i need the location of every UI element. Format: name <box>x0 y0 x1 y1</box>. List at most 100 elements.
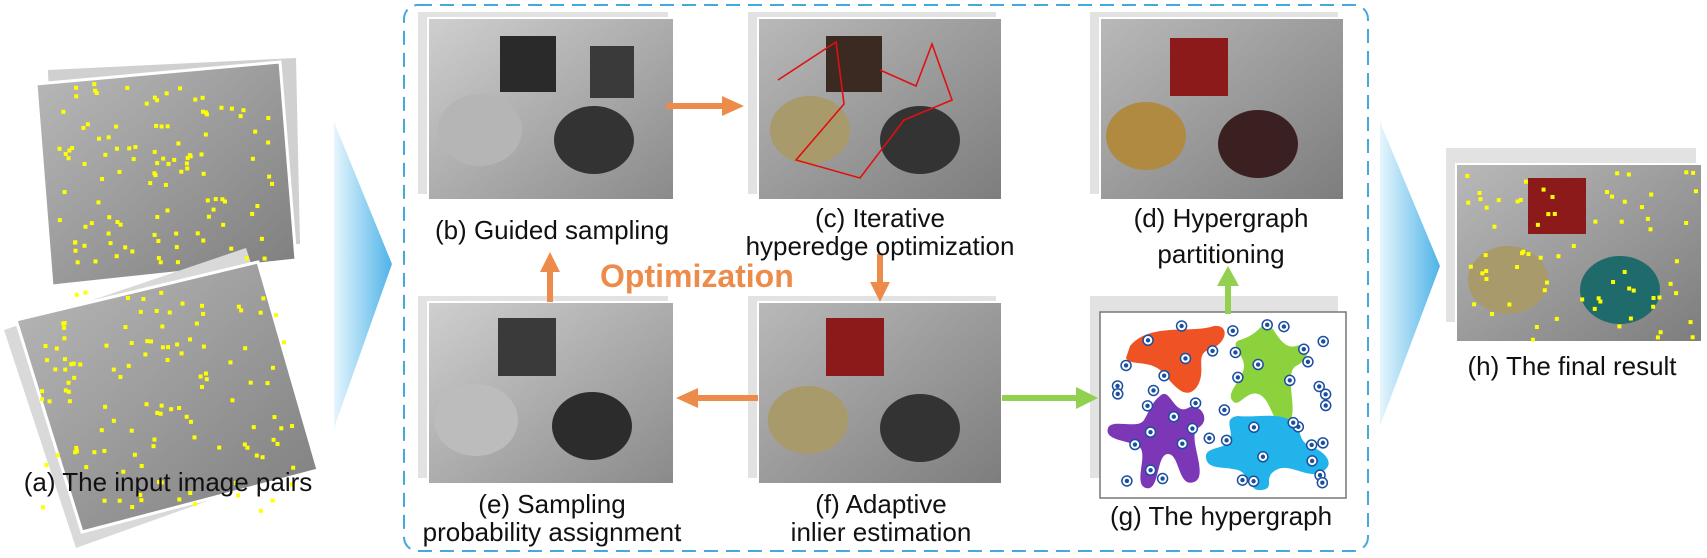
keypoint-marker <box>159 290 164 295</box>
keypoint-marker <box>1538 255 1543 260</box>
keypoint-marker <box>1651 304 1656 309</box>
keypoint-marker <box>187 153 192 158</box>
keypoint-marker <box>192 502 197 507</box>
keypoint-marker <box>175 342 180 347</box>
caption-guided-sampling: (b) Guided sampling <box>434 215 670 245</box>
keypoint-marker <box>1546 212 1551 217</box>
inlier-estimation-image <box>748 296 1003 485</box>
keypoint-marker <box>151 444 156 449</box>
keypoint-marker <box>92 82 97 87</box>
keypoint-marker <box>143 352 148 357</box>
keypoint-marker <box>185 155 190 160</box>
caption-iterative-line1: (c) Iterative <box>814 203 946 233</box>
keypoint-marker <box>82 243 87 248</box>
hypergraph-vertex-core <box>1179 323 1184 329</box>
keypoint-marker <box>114 124 119 129</box>
keypoint-marker <box>92 450 97 455</box>
keypoint-marker <box>201 311 206 316</box>
keypoint-marker <box>1480 271 1485 276</box>
keypoint-marker <box>179 169 184 174</box>
keypoint-marker <box>254 453 259 458</box>
keypoint-marker <box>241 108 246 113</box>
caption-adaptive-line1: (f) Adaptive <box>815 489 947 519</box>
chevron-arrow-left <box>334 122 392 428</box>
keypoint-marker <box>114 254 119 259</box>
hypergraph-vertices <box>1111 319 1332 489</box>
keypoint-marker <box>1593 219 1598 224</box>
keypoint-marker <box>1684 221 1689 226</box>
hypergraph-vertex-core <box>1160 476 1165 481</box>
hypergraph-vertex-core <box>1145 338 1151 343</box>
caption-sampling-line1: (e) Sampling <box>478 489 626 519</box>
caption-final-result: (h) The final result <box>1467 351 1677 381</box>
keypoint-marker <box>1523 179 1528 184</box>
hypergraph-vertex-core <box>1230 328 1236 334</box>
keypoint-marker <box>74 292 79 297</box>
keypoint-marker <box>242 442 247 447</box>
keypoint-marker <box>261 296 266 301</box>
hypergraph-vertex-core <box>1115 383 1120 389</box>
keypoint-marker <box>1598 299 1603 304</box>
keypoint-marker <box>102 448 107 453</box>
keypoint-marker <box>123 325 128 330</box>
keypoint-marker <box>72 375 77 380</box>
keypoint-marker <box>85 122 90 127</box>
keypoint-marker <box>165 124 170 129</box>
keypoint-marker <box>198 374 203 379</box>
keypoint-marker <box>108 241 113 246</box>
keypoint-marker <box>156 256 161 261</box>
keypoint-marker <box>193 97 198 102</box>
sampling-probability-image <box>418 296 675 485</box>
keypoint-marker <box>1545 280 1550 285</box>
hypergraph-vertex-core <box>1287 378 1292 383</box>
keypoint-marker <box>159 124 164 129</box>
hypergraph-vertex-core <box>1123 363 1129 368</box>
keypoint-marker <box>1466 200 1471 205</box>
keypoint-marker <box>1472 302 1477 307</box>
hypergraph-vertex-core <box>1145 403 1150 409</box>
hypergraph-vertex-core <box>1265 322 1270 328</box>
keypoint-marker <box>221 222 226 227</box>
keypoint-marker <box>164 91 169 96</box>
keypoint-marker <box>1626 172 1631 177</box>
keypoint-marker <box>201 238 206 243</box>
keypoint-marker <box>205 198 210 203</box>
keypoint-marker <box>1542 288 1547 293</box>
keypoint-marker <box>103 404 108 409</box>
caption-the-hypergraph: (g) The hypergraph <box>1109 501 1333 531</box>
keypoint-marker <box>188 419 193 424</box>
keypoint-marker <box>1552 211 1557 216</box>
keypoint-marker <box>40 505 45 510</box>
keypoint-marker <box>104 343 109 348</box>
keypoint-marker <box>270 365 275 370</box>
keypoint-marker <box>206 214 211 219</box>
keypoint-marker <box>152 232 157 237</box>
hypergraph-vertex-core <box>1291 420 1296 425</box>
orange-arrow-e-to-b <box>540 252 560 302</box>
keypoint-marker <box>169 407 174 412</box>
hyperedge-optimization-image <box>748 12 1003 201</box>
keypoint-marker <box>43 343 48 348</box>
hypergraph-vertex-core <box>1321 339 1326 344</box>
keypoint-marker <box>253 129 258 134</box>
keypoint-marker <box>155 98 160 103</box>
keypoint-marker <box>250 156 255 161</box>
final-keypoints <box>1465 170 1698 342</box>
keypoint-marker <box>1580 297 1585 302</box>
keypoint-marker <box>96 136 101 141</box>
keypoint-marker <box>117 169 122 174</box>
keypoint-marker <box>118 222 123 227</box>
keypoint-marker <box>180 301 185 306</box>
keypoint-marker <box>155 161 160 166</box>
keypoint-marker <box>1619 219 1624 224</box>
keypoint-marker <box>1688 320 1693 325</box>
keypoint-marker <box>1489 311 1494 316</box>
keypoint-marker <box>1617 324 1622 329</box>
keypoint-marker <box>179 351 184 356</box>
keypoint-marker <box>72 240 77 245</box>
caption-sampling-line2: probability assignment <box>422 517 682 547</box>
keypoint-marker <box>1596 296 1601 301</box>
keypoint-marker <box>213 197 218 202</box>
keypoint-marker <box>1515 265 1520 270</box>
keypoint-marker <box>61 109 66 114</box>
